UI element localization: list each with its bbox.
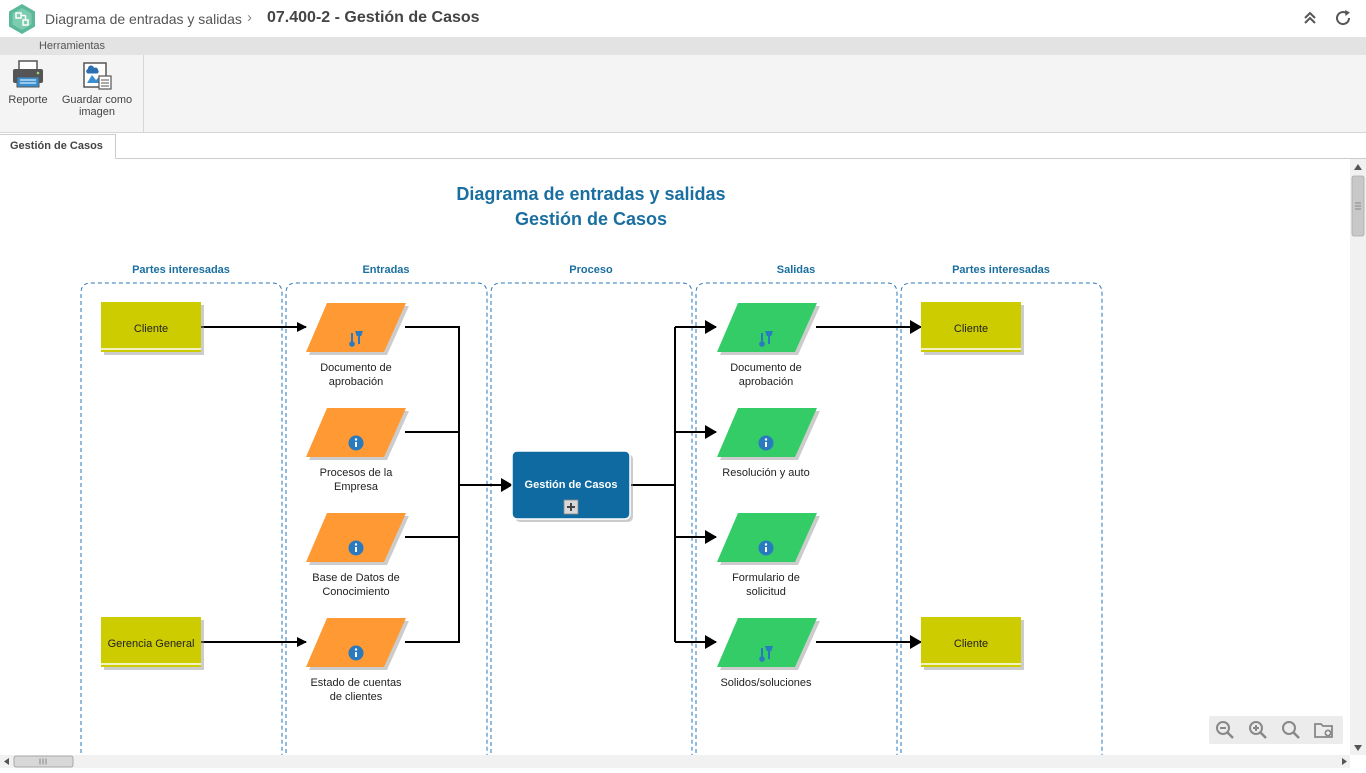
input-label-2: de clientes	[330, 691, 383, 703]
input-label: Estado de cuentas	[310, 677, 402, 689]
stakeholder-cliente-left[interactable]: Cliente	[101, 302, 204, 355]
document-tab-strip: Gestión de Casos	[0, 134, 1366, 159]
refresh-icon[interactable]	[1333, 8, 1353, 28]
output-label: Documento de	[730, 362, 802, 374]
ribbon-tab-herramientas[interactable]: Herramientas	[38, 40, 106, 52]
zoom-fit-icon[interactable]	[1281, 720, 1301, 740]
zoom-out-icon[interactable]	[1215, 720, 1235, 740]
diagram-title: Diagrama de entradas y salidas	[456, 184, 725, 204]
stakeholder-cliente-right-1[interactable]: Cliente	[921, 302, 1024, 355]
printer-icon	[13, 60, 43, 88]
folder-add-icon[interactable]	[1314, 720, 1334, 740]
output-documento-aprobacion[interactable]: Documento de aprobación	[717, 303, 820, 388]
save-as-image-button[interactable]: Guardar como imagen	[58, 59, 136, 118]
output-label-2: solicitud	[746, 586, 786, 598]
output-label: Solidos/soluciones	[720, 677, 812, 689]
save-image-icon	[83, 62, 112, 90]
process-label: Gestión de Casos	[525, 479, 618, 491]
input-procesos-empresa[interactable]: Procesos de la Empresa	[306, 408, 409, 493]
input-label-2: Conocimiento	[322, 586, 389, 598]
ribbon-toolbar: Reporte Guardar como imagen	[0, 55, 1366, 133]
output-label: Resolución y auto	[722, 467, 809, 479]
lane-label-inputs: Entradas	[362, 264, 409, 276]
tools-icon	[759, 331, 773, 347]
lane-label-stakeholders-right: Partes interesadas	[952, 264, 1050, 276]
zoom-in-icon[interactable]	[1248, 720, 1268, 740]
report-button[interactable]: Reporte	[6, 59, 50, 106]
collapse-up-icon[interactable]	[1300, 8, 1320, 28]
diagram-subtitle: Gestión de Casos	[515, 209, 667, 229]
zoom-toolbar	[1209, 716, 1343, 744]
lane-stakeholders-left	[80, 282, 283, 755]
lane-label-outputs: Salidas	[777, 264, 816, 276]
output-label: Formulario de	[732, 572, 800, 584]
output-solidos-soluciones[interactable]: Solidos/soluciones	[717, 618, 820, 689]
lanes: Partes interesadas Entradas Proceso Sali…	[80, 264, 1103, 755]
stakeholder-cliente-right-2[interactable]: Cliente	[921, 617, 1024, 670]
lane-stakeholders-right	[900, 282, 1103, 755]
info-icon	[348, 435, 364, 451]
stakeholder-label: Cliente	[954, 638, 988, 650]
report-label: Reporte	[8, 94, 48, 106]
output-formulario-solicitud[interactable]: Formulario de solicitud	[717, 513, 820, 598]
lane-process	[490, 282, 693, 755]
output-resolucion-auto[interactable]: Resolución y auto	[717, 408, 820, 479]
tools-icon	[759, 646, 773, 662]
expand-plus-icon[interactable]	[563, 499, 579, 515]
info-icon	[348, 645, 364, 661]
input-documento-aprobacion[interactable]: Documento de aprobación	[306, 303, 409, 388]
input-label: Base de Datos de	[312, 572, 399, 584]
input-label-2: Empresa	[334, 481, 379, 493]
save-image-label: Guardar como	[61, 94, 133, 106]
breadcrumb-parent[interactable]: Diagrama de entradas y salidas	[45, 11, 242, 27]
lane-label-process: Proceso	[569, 264, 613, 276]
process-gestion-de-casos[interactable]: Gestión de Casos	[511, 450, 633, 522]
connectors	[201, 320, 922, 649]
lane-outputs	[695, 282, 898, 755]
input-label: Documento de	[320, 362, 392, 374]
io-diagram: Diagrama de entradas y salidas Gestión d…	[80, 184, 1103, 755]
info-icon	[758, 540, 774, 556]
page-title: 07.400-2 - Gestión de Casos	[267, 9, 480, 26]
ribbon-divider	[143, 55, 144, 133]
lane-inputs	[285, 282, 488, 755]
stakeholder-label: Cliente	[134, 323, 168, 335]
breadcrumb-separator-icon: ›	[247, 9, 252, 26]
input-base-datos-conocimiento[interactable]: Base de Datos de Conocimiento	[306, 513, 409, 598]
stakeholder-label: Cliente	[954, 323, 988, 335]
horizontal-scrollbar-graphics	[4, 755, 1347, 768]
stakeholder-gerencia-general[interactable]: Gerencia General	[101, 617, 204, 670]
tab-gestion-de-casos[interactable]: Gestión de Casos	[0, 134, 116, 159]
ribbon-tab-strip: Herramientas	[0, 37, 1366, 55]
save-image-label-2: imagen	[78, 106, 116, 118]
tools-icon	[349, 331, 363, 347]
title-bar: Diagrama de entradas y salidas › 07.400-…	[0, 0, 1366, 37]
info-icon	[348, 540, 364, 556]
app-logo-icon	[9, 4, 35, 34]
stakeholder-label: Gerencia General	[108, 638, 195, 650]
horizontal-scrollbar[interactable]	[0, 755, 1350, 768]
vertical-scrollbar-graphics	[1351, 164, 1365, 751]
input-label: Procesos de la	[320, 467, 394, 479]
output-label-2: aprobación	[739, 376, 793, 388]
input-label-2: aprobación	[329, 376, 383, 388]
lane-label-stakeholders-left: Partes interesadas	[132, 264, 230, 276]
input-estado-cuentas-clientes[interactable]: Estado de cuentas de clientes	[306, 618, 409, 703]
vertical-scrollbar[interactable]	[1350, 159, 1366, 755]
info-icon	[758, 435, 774, 451]
diagram-canvas: Diagrama de entradas y salidas Gestión d…	[0, 159, 1350, 755]
